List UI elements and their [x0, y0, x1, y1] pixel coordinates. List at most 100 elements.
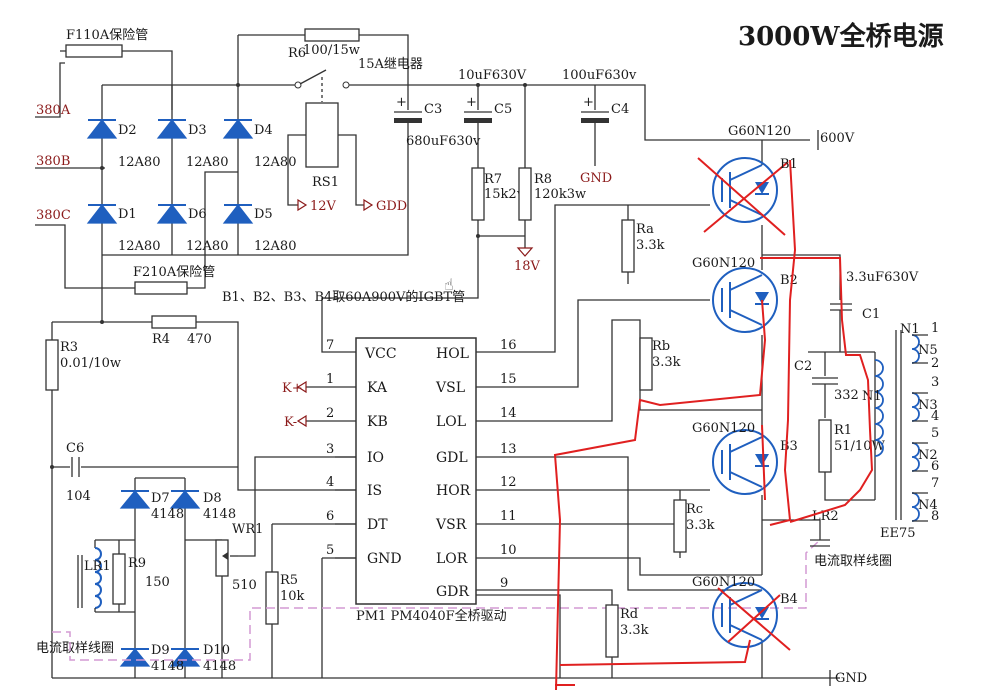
resistor-r9	[112, 553, 126, 605]
resistor-r5	[265, 571, 279, 625]
diode-d2-ref: D2	[118, 123, 137, 138]
igbt-b4-ref: B4	[780, 592, 798, 607]
pin-3: 3	[326, 442, 334, 457]
rail-gnd-bottom: GND	[835, 671, 867, 686]
diode-d9-ref: D9	[151, 643, 170, 658]
transformer-name: EE75	[880, 526, 916, 541]
pin-vcc: VCC	[364, 346, 397, 362]
diode-d8-value: 4148	[203, 507, 236, 522]
diode-d9-value: 4148	[151, 659, 184, 674]
diode-d4-ref: D4	[254, 123, 273, 138]
pot-wr1-ref: WR1	[232, 522, 263, 537]
resistor-r1	[818, 419, 832, 473]
relay-coil-rs1	[305, 102, 339, 168]
resistor-rb	[639, 337, 653, 391]
relay-coil-ref: RS1	[312, 175, 339, 190]
resistor-rb-ref: Rb	[652, 339, 670, 354]
chip-body	[355, 337, 477, 605]
pin-14: 14	[500, 406, 517, 421]
pin-kb: KB	[367, 414, 388, 430]
diode-d1-value: 12A80	[118, 239, 160, 254]
resistor-r1-value: 51/10W	[834, 439, 885, 454]
rail-gnd-top: GND	[580, 171, 612, 186]
pin-13: 13	[500, 442, 517, 457]
igbt-b4	[712, 582, 791, 651]
pin-vsl: VSL	[435, 380, 465, 396]
rectifier-section: 380A 380B 380C F110A保险管 F210A保险管	[35, 28, 296, 322]
chip-name: PM1 PM4040F全桥驱动	[356, 608, 507, 624]
pin-gnd: GND	[367, 551, 402, 567]
driver-chip: PM1 PM4040F全桥驱动 7 VCC 1 KA 2 KB 3 IO 4 I…	[282, 204, 762, 678]
winding-n2: N2	[918, 448, 938, 463]
diode-d7-value: 4148	[151, 507, 184, 522]
fuse-f1	[65, 44, 123, 58]
igbt-b4-part: G60N120	[692, 575, 755, 590]
igbt-bridge: 600V G60N120 B1 G60N120 B2	[692, 124, 855, 678]
coil-lr1-ref: LR1	[84, 559, 111, 574]
resistor-rb-value: 3.3k	[652, 355, 681, 370]
diode-d10-value: 4148	[203, 659, 236, 674]
pin-4: 4	[326, 475, 334, 490]
winding-n1: N1	[900, 322, 920, 337]
resistor-ra-value: 3.3k	[636, 238, 665, 253]
diode-d8-ref: D8	[203, 491, 222, 506]
igbt-b3-part: G60N120	[692, 421, 755, 436]
pin-dt: DT	[367, 517, 388, 533]
diode-d2	[86, 119, 118, 139]
tx-pin-7: 7	[931, 476, 939, 491]
current-sense-section: R4 470 R3 0.01/10w C6 104 D7 4148 D8 414…	[36, 315, 867, 686]
resistor-r7-ref: R7	[484, 172, 502, 187]
pin-ka: KA	[367, 380, 388, 396]
cap-c2-value: 332	[834, 388, 859, 403]
igbt-b1-ref: B1	[780, 157, 798, 172]
pin-6: 6	[326, 509, 334, 524]
pin-15: 15	[500, 372, 517, 387]
resistor-r6-ref: R6	[288, 46, 306, 61]
resistor-r7	[471, 167, 485, 221]
resistor-rd-value: 3.3k	[620, 623, 649, 638]
fuse-f2	[134, 281, 188, 295]
cap-c3-plus: +	[396, 95, 407, 110]
signal-k-minus: K-	[284, 415, 297, 430]
pin-lor: LOR	[436, 551, 468, 567]
resistor-ra-ref: Ra	[636, 222, 654, 237]
tx-pin-1: 1	[931, 321, 939, 336]
bus-caps: + C3 680uF630v + C5 10uF630V R7 15k2w R8…	[238, 68, 762, 353]
resistor-rc-value: 3.3k	[686, 518, 715, 533]
tx-pin-5: 5	[931, 426, 939, 441]
cap-c3-ref: C3	[424, 102, 442, 117]
input-380c: 380C	[36, 208, 71, 223]
resistor-rc-ref: Rc	[686, 502, 703, 517]
tx-pin-4: 4	[931, 409, 939, 424]
red-modification-wires	[553, 159, 874, 691]
igbt-b2	[712, 267, 778, 333]
pin-hor: HOR	[436, 483, 471, 499]
igbt-b3-ref: B3	[780, 439, 798, 454]
relay-label: 15A继电器	[358, 57, 423, 72]
tx-pin-8: 8	[931, 509, 939, 524]
resistor-r4-ref: R4	[152, 332, 170, 347]
igbt-b1	[697, 157, 789, 236]
cap-c3-value: 680uF630v	[406, 134, 481, 149]
cap-c4-ref: C4	[611, 102, 629, 117]
igbt-b3	[712, 429, 778, 495]
output-section: 3.3uF630V C1 C2 332 R1 51/10W LR2 电流取样线圈…	[762, 270, 939, 569]
sampling-coil-right-label: 电流取样线圈	[814, 554, 892, 569]
relay-12v: 12V	[310, 199, 337, 214]
pot-wr1-value: 510	[232, 578, 257, 593]
igbt-note: B1、B2、B3、B4取60A900V的IGBT管	[222, 289, 465, 305]
diode-d1	[86, 204, 118, 224]
cap-c5-value: 10uF630V	[458, 68, 527, 83]
resistor-rd	[605, 604, 619, 658]
pin-7: 7	[326, 338, 334, 353]
resistor-r3-value: 0.01/10w	[60, 356, 121, 371]
diode-d1-ref: D1	[118, 207, 137, 222]
pin-vsr: VSR	[435, 517, 467, 533]
cap-c1-value: 3.3uF630V	[846, 270, 919, 285]
resistor-ra	[621, 219, 635, 273]
diode-d4	[222, 119, 254, 139]
cap-c5-ref: C5	[494, 102, 512, 117]
winding-n3: N3	[918, 398, 938, 413]
